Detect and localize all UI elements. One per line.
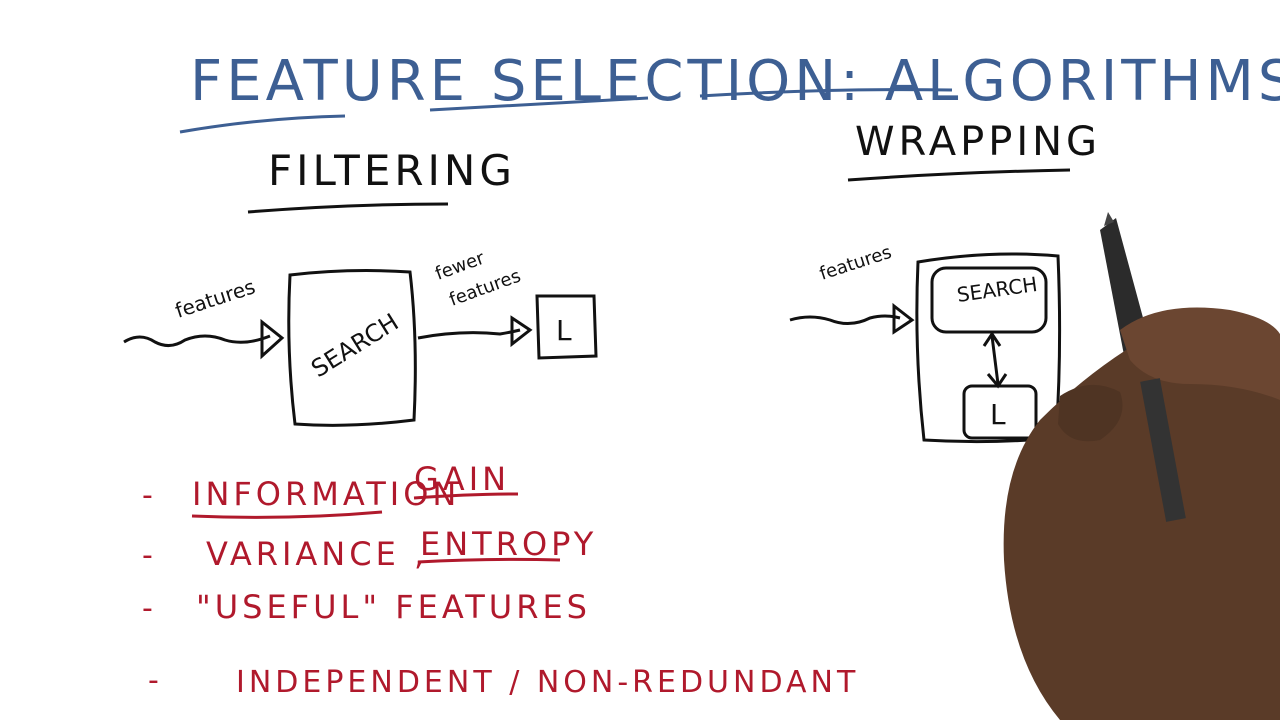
pen-in-hand-illustration bbox=[1003, 212, 1280, 720]
criteria-item-2b: ENTROPY bbox=[420, 525, 597, 563]
title-underline-2 bbox=[429, 96, 649, 112]
page-title: FEATURE SELECTION: ALGORITHMS bbox=[190, 49, 1280, 114]
filtering-underline bbox=[247, 202, 449, 214]
wrapping-learner-box bbox=[962, 384, 1038, 440]
filtering-input-label: features bbox=[172, 274, 258, 322]
title-underline-1 bbox=[179, 114, 346, 134]
wrapping-input-arrow bbox=[789, 314, 901, 325]
filtering-search-box bbox=[287, 269, 417, 427]
wrapping-search-label: SEARCH bbox=[955, 272, 1038, 307]
criteria-item-1b: GAIN bbox=[414, 460, 510, 498]
filtering-output-arrowhead bbox=[510, 315, 533, 348]
criteria-item-4: INDEPENDENT / NON-REDUNDANT bbox=[236, 665, 859, 700]
filtering-learner-box bbox=[535, 294, 598, 360]
wrapping-underline bbox=[847, 168, 1071, 182]
criteria-item-1a: INFORMATION bbox=[192, 475, 460, 513]
wrapping-heading: WRAPPING bbox=[855, 119, 1101, 165]
filtering-search-label: SEARCH bbox=[306, 308, 403, 383]
criteria-bullet: - bbox=[142, 478, 153, 513]
criteria-item-3: "USEFUL" FEATURES bbox=[196, 588, 591, 626]
filtering-input-arrowhead bbox=[260, 318, 285, 360]
criteria-list: - INFORMATION GAIN - VARIANCE , ENTROPY … bbox=[142, 460, 859, 700]
criteria-bullet: - bbox=[148, 663, 159, 698]
criteria-bullet: - bbox=[142, 591, 153, 626]
criteria-underline-3 bbox=[417, 557, 561, 564]
filtering-learner-label: L bbox=[556, 314, 572, 347]
wrapping-learner-label: L bbox=[990, 398, 1006, 431]
wrapping-search-box bbox=[930, 266, 1048, 334]
filtering-heading: FILTERING bbox=[268, 146, 516, 195]
title-underline-3 bbox=[699, 88, 953, 98]
finger bbox=[1058, 384, 1123, 442]
filtering-output-arrow bbox=[417, 328, 521, 340]
filtering-input-arrow bbox=[123, 334, 271, 347]
wrapping-link-line bbox=[990, 335, 1000, 385]
criteria-underline-1 bbox=[191, 510, 383, 519]
wrapping-link-arrowhead-up bbox=[982, 331, 1002, 347]
wrapping-input-label: features bbox=[817, 242, 894, 285]
pen-shaft-visible bbox=[1140, 378, 1186, 522]
criteria-underline-2 bbox=[413, 492, 519, 500]
pen-tip bbox=[1104, 212, 1114, 226]
thumb bbox=[1120, 307, 1280, 400]
wrapping-input-arrowhead bbox=[892, 302, 915, 335]
criteria-item-2a: VARIANCE , bbox=[206, 535, 428, 573]
criteria-bullet: - bbox=[142, 538, 153, 573]
